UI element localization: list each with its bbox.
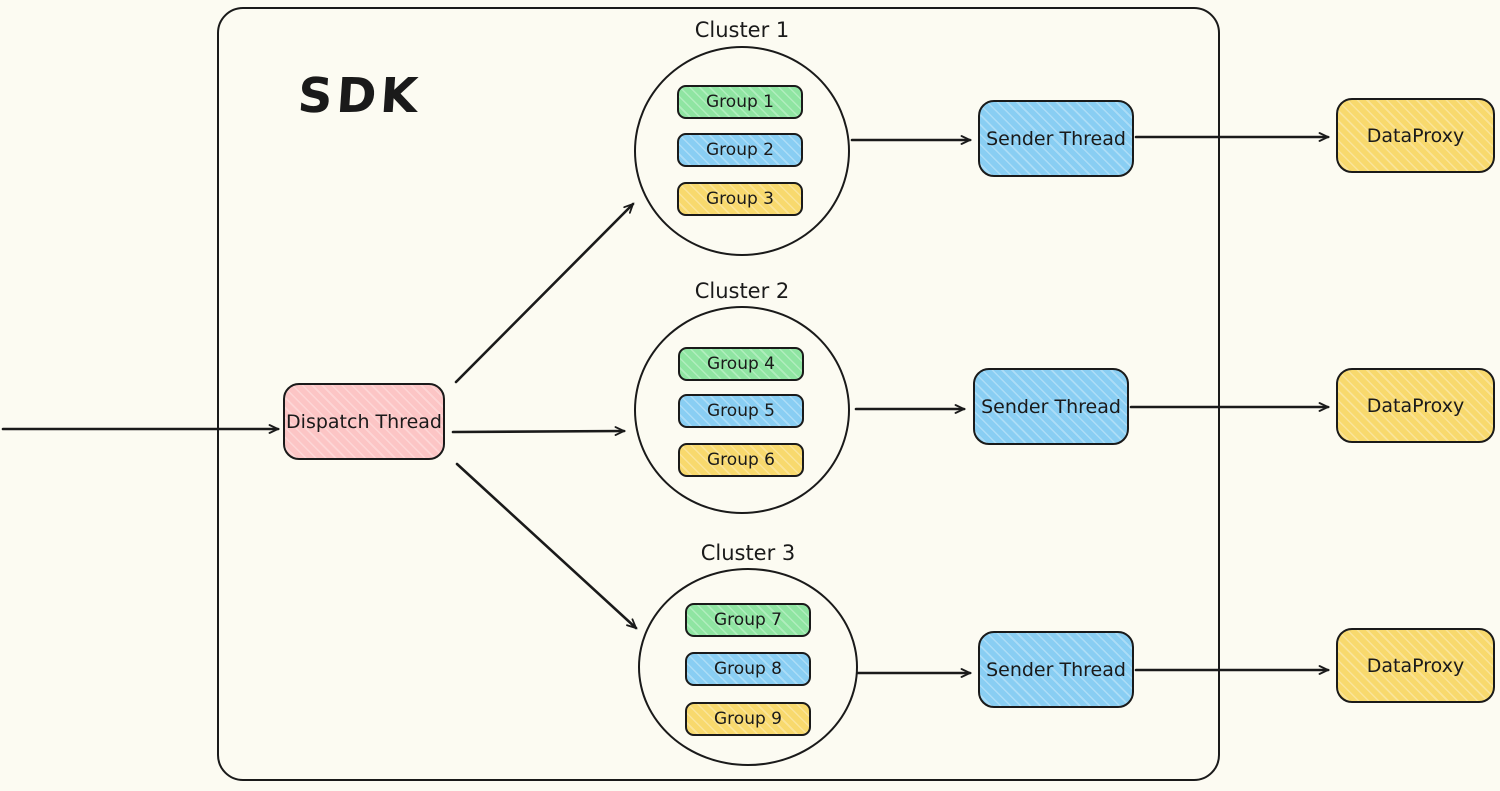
- cluster2-circle: [634, 306, 850, 514]
- cluster3-circle: [638, 568, 858, 766]
- group7-label: Group 7: [714, 610, 782, 630]
- dispatch-thread-label: Dispatch Thread: [286, 410, 442, 433]
- group3-label: Group 3: [706, 189, 774, 209]
- group1-node: Group 1: [677, 85, 803, 119]
- sdk-container: [217, 7, 1220, 781]
- sender-thread3-label: Sender Thread: [986, 658, 1126, 681]
- group3-node: Group 3: [677, 182, 803, 216]
- group6-label: Group 6: [707, 450, 775, 470]
- sender-thread1-label: Sender Thread: [986, 127, 1126, 150]
- group5-label: Group 5: [707, 401, 775, 421]
- dataproxy1-label: DataProxy: [1366, 124, 1465, 147]
- sdk-title: SDK: [296, 68, 424, 124]
- group6-node: Group 6: [678, 443, 804, 477]
- sender-thread2-label: Sender Thread: [981, 395, 1121, 418]
- group9-label: Group 9: [714, 709, 782, 729]
- cluster1-label: Cluster 1: [694, 18, 790, 42]
- group7-node: Group 7: [685, 603, 811, 637]
- group5-node: Group 5: [678, 394, 804, 428]
- dataproxy1-node: DataProxy: [1336, 98, 1495, 173]
- sender-thread3-node: Sender Thread: [978, 631, 1134, 708]
- group2-label: Group 2: [706, 140, 774, 160]
- cluster1-circle: [634, 46, 850, 256]
- group9-node: Group 9: [685, 702, 811, 736]
- sender-thread1-node: Sender Thread: [978, 100, 1134, 177]
- dataproxy3-label: DataProxy: [1366, 654, 1465, 677]
- sender-thread2-node: Sender Thread: [973, 368, 1129, 445]
- group8-label: Group 8: [714, 659, 782, 679]
- dataproxy2-label: DataProxy: [1366, 394, 1465, 417]
- dataproxy3-node: DataProxy: [1336, 628, 1495, 703]
- group1-label: Group 1: [706, 92, 774, 112]
- dataproxy2-node: DataProxy: [1336, 368, 1495, 443]
- dispatch-thread-node: Dispatch Thread: [283, 383, 445, 460]
- group8-node: Group 8: [685, 652, 811, 686]
- cluster2-label: Cluster 2: [694, 279, 790, 303]
- group4-node: Group 4: [678, 347, 804, 381]
- group2-node: Group 2: [677, 133, 803, 167]
- group4-label: Group 4: [707, 354, 775, 374]
- cluster3-label: Cluster 3: [700, 541, 796, 565]
